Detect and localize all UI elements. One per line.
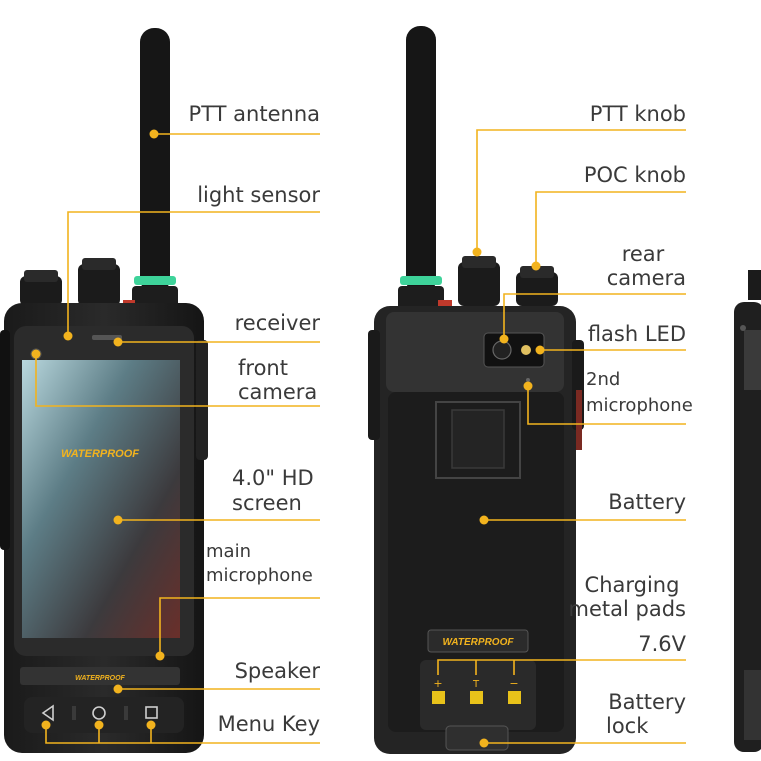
recent-nav-icon — [145, 706, 158, 719]
label-second-mic-2: microphone — [586, 395, 693, 416]
label-main-mic-2: microphone — [206, 565, 313, 586]
label-second-mic-1: 2nd — [586, 369, 621, 390]
line-ptt-knob — [476, 129, 686, 252]
ptt-knob-shape — [458, 262, 500, 306]
pad-minus-label: − — [509, 677, 518, 690]
label-menu-key: Menu Key — [217, 712, 320, 736]
label-flash-led: flash LED — [587, 322, 686, 346]
label-battery: Battery — [608, 490, 686, 514]
front-knob-left — [20, 276, 62, 306]
front-antenna-ring — [134, 276, 176, 285]
label-poc-knob: POC knob — [583, 163, 686, 187]
label-front-camera-2: camera — [238, 380, 318, 404]
back-brand-text: WATERPROOF — [443, 637, 515, 648]
line-rear-camera — [503, 293, 686, 339]
back-antenna — [406, 26, 436, 294]
belt-clip — [435, 401, 521, 479]
line-second-mic — [527, 386, 686, 425]
front-speaker-bar — [20, 667, 180, 685]
back-brand-plate — [427, 629, 529, 653]
label-rear-camera-2: camera — [606, 266, 686, 290]
label-front-camera-1: front — [238, 356, 288, 380]
label-receiver: receiver — [234, 311, 320, 335]
rear-camera-lens — [492, 340, 512, 360]
front-device — [0, 28, 208, 753]
home-nav-icon — [92, 706, 106, 720]
line-poc-knob — [535, 191, 686, 266]
poc-knob-shape — [516, 272, 558, 306]
line-front-camera — [35, 354, 320, 407]
label-charging-pads-1: Charging — [584, 573, 680, 597]
pad-t-label: T — [472, 679, 480, 690]
label-voltage: 7.6V — [638, 632, 686, 656]
side-device — [734, 270, 761, 752]
label-ptt-knob: PTT knob — [589, 102, 686, 126]
front-screen — [22, 360, 180, 638]
label-rear-camera-1: rear — [621, 242, 665, 266]
line-menu-key — [45, 725, 320, 744]
line-light-sensor — [67, 211, 320, 336]
label-speaker: Speaker — [234, 659, 320, 683]
callout-lines — [35, 129, 686, 744]
pad-plus-label: + — [433, 677, 442, 690]
label-main-mic-1: main — [206, 541, 251, 562]
flash-led-dot — [521, 345, 531, 355]
charging-pad-minus — [508, 691, 521, 704]
back-antenna-ring — [400, 276, 442, 285]
label-hd-screen-2: screen — [232, 491, 302, 515]
front-brand-text: WATERPROOF — [61, 448, 139, 460]
battery-lock-shape — [445, 725, 509, 751]
back-device — [368, 26, 584, 754]
label-battery-lock-1: Battery — [608, 690, 686, 714]
front-bar-brand-text: WATERPROOF — [75, 675, 125, 682]
label-battery-lock-2: lock — [606, 714, 649, 738]
back-nav-icon — [41, 704, 54, 722]
charging-pad-t — [470, 691, 483, 704]
line-main-mic — [159, 597, 320, 656]
label-ptt-antenna: PTT antenna — [188, 102, 320, 126]
front-knob-right — [78, 264, 120, 306]
charging-pad-plus — [432, 691, 445, 704]
callout-dots — [31, 129, 545, 748]
line-charging-pads — [437, 659, 686, 675]
front-antenna — [140, 28, 170, 293]
label-charging-pads-2: metal pads — [568, 597, 686, 621]
label-light-sensor: light sensor — [197, 183, 320, 207]
label-hd-screen-1: 4.0" HD — [232, 466, 314, 490]
front-receiver-slot — [92, 335, 122, 340]
